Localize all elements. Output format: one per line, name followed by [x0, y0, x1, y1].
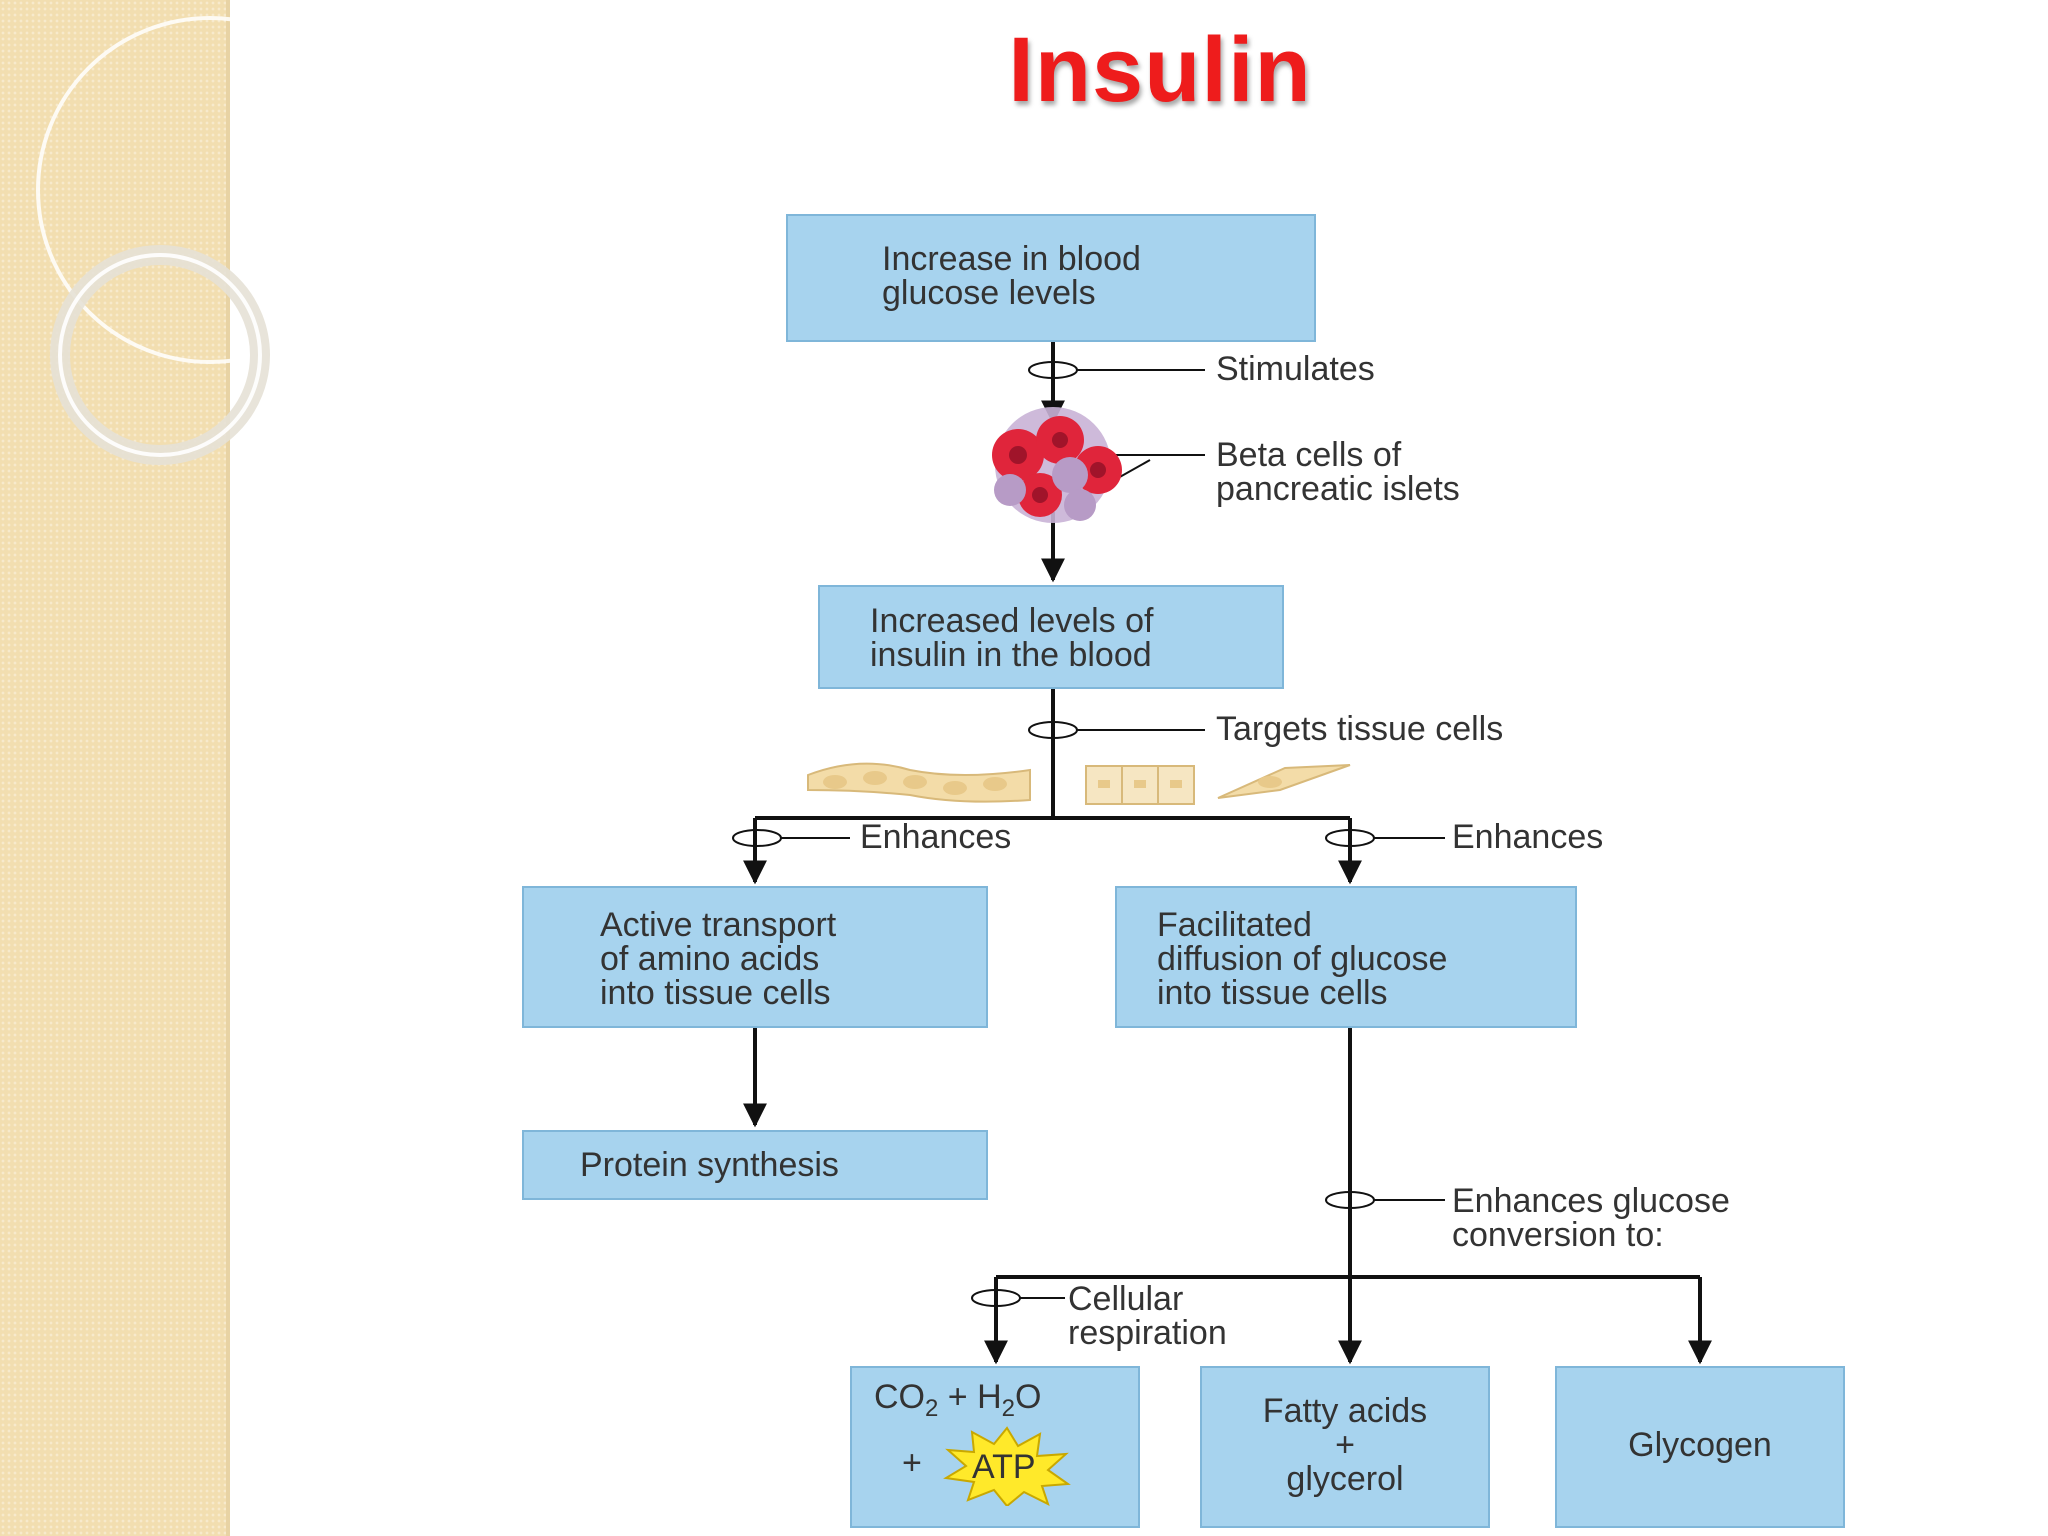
box-line: Glycogen: [1628, 1426, 1772, 1464]
co2-h2o-formula: CO2 + H2O: [874, 1380, 1041, 1426]
box-line: +: [1335, 1426, 1355, 1464]
slide-title: Insulin: [1008, 19, 1312, 121]
label-line: Enhances glucose: [1452, 1182, 1730, 1220]
enhances-left-label: Enhances: [860, 818, 1012, 856]
fatty-acids-box: Fatty acids + glycerol: [1200, 1366, 1490, 1528]
formula-o: O: [1015, 1378, 1042, 1416]
atp-label: ATP: [972, 1448, 1036, 1486]
box-line: into tissue cells: [600, 974, 831, 1012]
fat-cells-icon: [1085, 765, 1195, 805]
label-line: pancreatic islets: [1216, 470, 1460, 508]
co2-h2o-atp-box: CO2 + H2O + ATP: [850, 1366, 1140, 1528]
box-line: Increase in blood: [882, 240, 1141, 278]
liver-cells-icon: [1217, 764, 1351, 799]
beta-cells-label: Beta cells of pancreatic islets: [1216, 438, 1460, 506]
label-line: Cellular: [1068, 1280, 1184, 1318]
box-line: glycerol: [1286, 1460, 1404, 1498]
label-line: Beta cells of: [1216, 436, 1402, 474]
box-line: Protein synthesis: [580, 1146, 839, 1184]
islet-cluster-icon: [992, 407, 1122, 523]
glycogen-box: Glycogen: [1555, 1366, 1845, 1528]
box-line: Active transport: [600, 906, 837, 944]
formula-plus-h: + H: [938, 1378, 1002, 1416]
box-line: Facilitated: [1157, 906, 1312, 944]
stimulates-label: Stimulates: [1216, 350, 1375, 388]
glucose-increase-box: Increase in blood glucose levels: [786, 214, 1316, 342]
enhances-conversion-label: Enhances glucose conversion to:: [1452, 1184, 1730, 1252]
formula-co: CO: [874, 1378, 925, 1416]
atp-plus: +: [902, 1444, 922, 1482]
enhances-right-label: Enhances: [1452, 818, 1604, 856]
facilitated-diffusion-box: Facilitated diffusion of glucose into ti…: [1115, 886, 1577, 1028]
muscle-fiber-icon: [807, 762, 1031, 803]
box-line: glucose levels: [882, 274, 1096, 312]
box-line: insulin in the blood: [870, 636, 1152, 674]
box-line: into tissue cells: [1157, 974, 1388, 1012]
formula-sub: 2: [1001, 1394, 1016, 1422]
targets-label: Targets tissue cells: [1216, 710, 1504, 748]
protein-synthesis-box: Protein synthesis: [522, 1130, 988, 1200]
cellular-respiration-label: Cellular respiration: [1068, 1282, 1227, 1350]
atp-burst-icon: [943, 1426, 1071, 1506]
active-transport-box: Active transport of amino acids into tis…: [522, 886, 988, 1028]
box-line: of amino acids: [600, 940, 820, 978]
insulin-levels-box: Increased levels of insulin in the blood: [818, 585, 1284, 689]
formula-sub: 2: [925, 1394, 939, 1422]
box-line: Fatty acids: [1262, 1392, 1428, 1430]
box-line: diffusion of glucose: [1157, 940, 1448, 978]
box-line: Increased levels of: [870, 602, 1154, 640]
label-line: respiration: [1068, 1314, 1227, 1352]
label-line: conversion to:: [1452, 1216, 1664, 1254]
sidebar-edge: [226, 0, 230, 1536]
